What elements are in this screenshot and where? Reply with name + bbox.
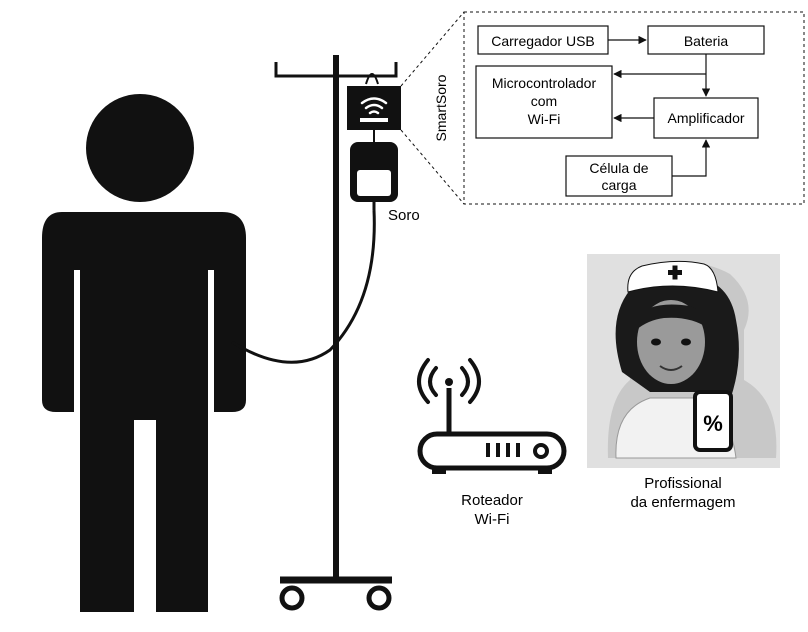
amplifier-block (653, 97, 759, 139)
block-arrows (608, 35, 711, 177)
phone-glyph: % (703, 411, 723, 436)
callout-lines (400, 11, 465, 205)
usb-charger-block (477, 25, 609, 55)
usb-charger-label: Carregador USB (491, 33, 595, 49)
smartsoro-label: SmartSoro (433, 74, 449, 141)
load-cell-label-line1: Célula de (589, 160, 648, 176)
smartsoro-block-diagram: SmartSoro Carregador USB Bateria Microco… (433, 11, 805, 205)
nurse-icon: % (587, 254, 780, 468)
nurse-label-line1: Profissional (644, 475, 722, 492)
wifi-icon (360, 97, 388, 122)
patient-person-icon (42, 94, 246, 612)
battery-block (647, 25, 765, 55)
load-cell-label-line2: carga (601, 177, 636, 193)
microcontroller-label-line2: com (531, 93, 557, 109)
router-label-line1: Roteador (461, 492, 523, 509)
microcontroller-label-line3: Wi-Fi (528, 111, 561, 127)
iv-tube (231, 209, 376, 364)
smartphone-icon: % (693, 390, 733, 452)
iv-pole-icon (274, 55, 398, 611)
saline-bag-label: Soro (388, 207, 420, 224)
nurse-label-line2: da enfermagem (630, 494, 735, 511)
block-diagram-frame (463, 11, 805, 205)
battery-label: Bateria (684, 33, 729, 49)
microcontroller-label-line1: Microcontrolador (492, 75, 597, 91)
saline-bag-icon (350, 142, 398, 210)
router-label-line2: Wi-Fi (475, 511, 510, 528)
router-icon (417, 358, 567, 474)
load-cell-block (565, 155, 673, 197)
amplifier-label: Amplificador (667, 110, 744, 126)
microcontroller-block (475, 65, 613, 139)
smartsoro-device (347, 86, 401, 130)
